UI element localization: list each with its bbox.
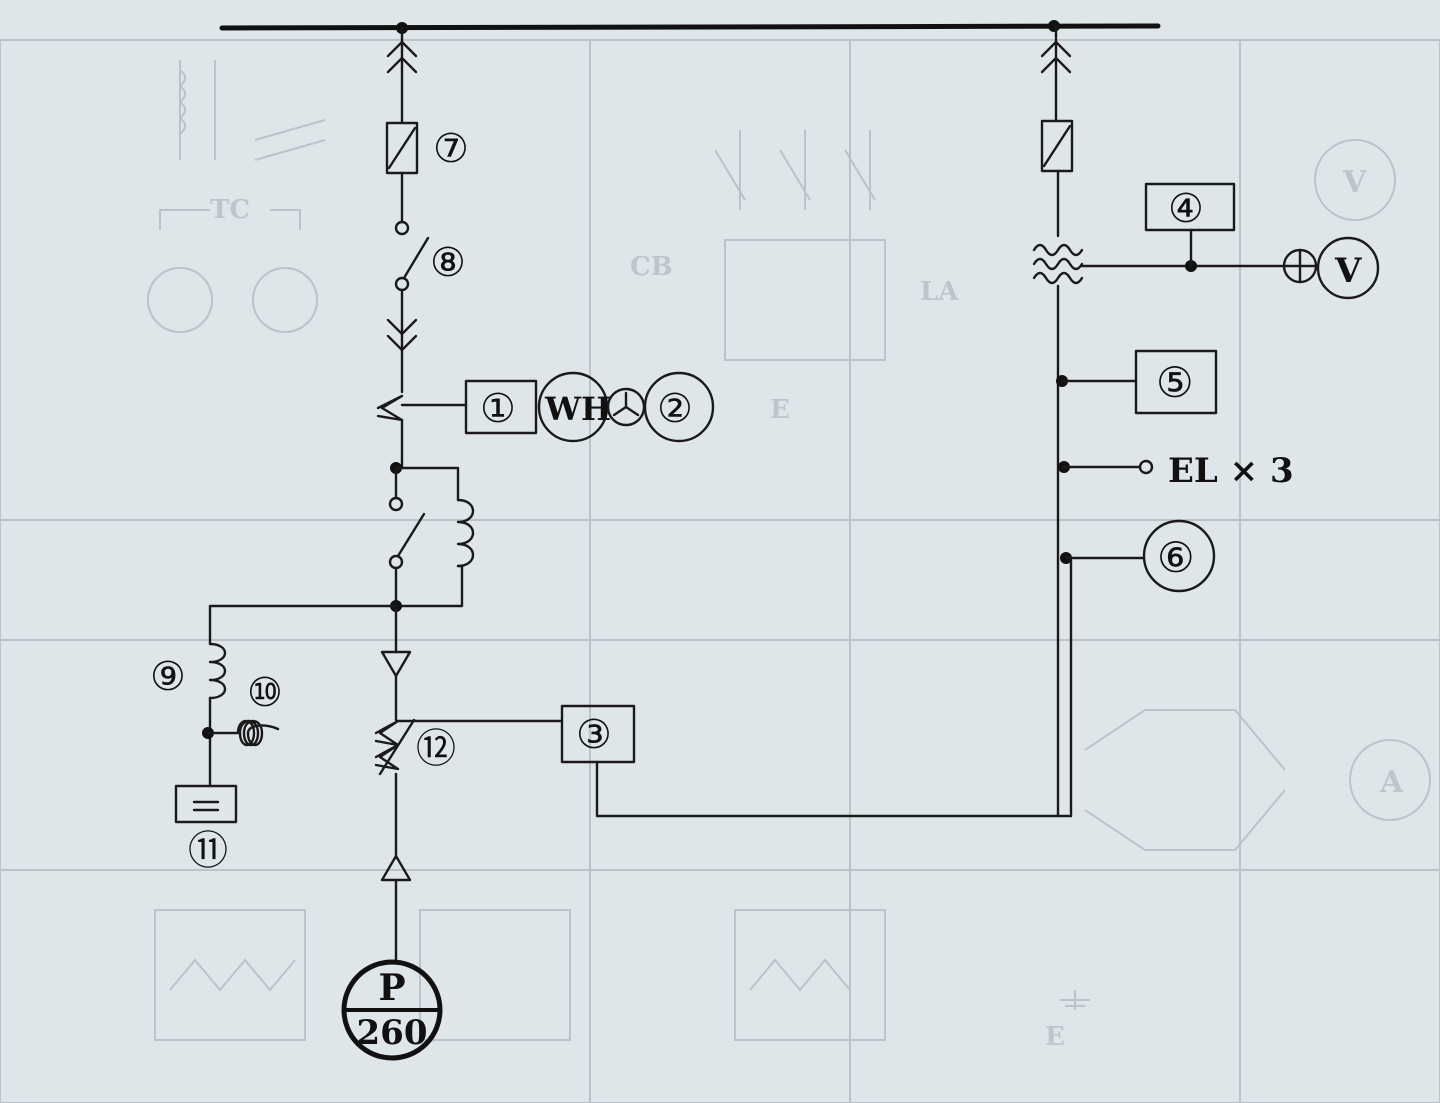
ct-12-icon xyxy=(374,719,400,771)
bypass-switch-blade-icon xyxy=(396,512,426,558)
ghost-la-box xyxy=(724,239,886,361)
ghost-leads xyxy=(159,209,301,230)
ghost-circle-2 xyxy=(252,267,318,333)
transducer-star-icon xyxy=(612,391,640,417)
label-8: ⑧ xyxy=(430,240,466,286)
label-wh: WH xyxy=(544,390,611,428)
label-el: EL × 3 xyxy=(1168,451,1294,491)
up-arrow-icon xyxy=(380,854,412,882)
ghost-coil xyxy=(178,60,216,160)
branch-to-reactor-wire xyxy=(208,604,398,646)
ct-12-slash xyxy=(378,718,416,776)
ghost-text-la: LA xyxy=(920,277,959,307)
ghost-box-1 xyxy=(154,909,306,1041)
bypass-switch-top-contact xyxy=(388,496,404,512)
label-5: ⑤ xyxy=(1156,358,1194,407)
label-voltmeter: V xyxy=(1334,251,1362,291)
left-drawout-plug-bottom-icon xyxy=(386,318,418,352)
ghost-a-circle xyxy=(1349,739,1431,821)
right-drawout-plug-icon xyxy=(1040,40,1072,74)
bypass-switch-bottom-contact xyxy=(388,554,404,570)
label-1: ① xyxy=(480,386,516,432)
vt-tertiary-icon xyxy=(1032,271,1084,285)
switch-8-bottom-contact xyxy=(394,276,410,292)
ghost-text-e1: E xyxy=(770,395,790,425)
switch-8-top-contact xyxy=(394,220,410,236)
ghost-box-2 xyxy=(419,909,571,1041)
ghost-text-v: V xyxy=(1342,165,1367,200)
label-2: ② xyxy=(657,386,693,432)
main-busbar xyxy=(219,23,1161,31)
el-terminal-icon xyxy=(1138,459,1154,475)
ghost-text-cb: CB xyxy=(630,252,673,282)
ct-wh-icon xyxy=(376,394,404,422)
ghost-frame xyxy=(0,39,1440,1103)
box3-to-right-wire xyxy=(595,760,1073,818)
parallel-coil-icon xyxy=(456,498,475,568)
box-4 xyxy=(1144,182,1236,232)
vt-primary-icon xyxy=(1032,243,1084,257)
switch-8-blade-icon xyxy=(402,236,430,280)
left-drawout-plug-top-icon xyxy=(386,40,418,74)
ghost-switches xyxy=(714,130,876,210)
label-p: P xyxy=(378,967,405,1009)
capacitor-11-plates xyxy=(192,800,220,812)
coil-lead-bottom xyxy=(394,564,464,608)
label-12: ⑫ xyxy=(416,726,456,772)
bus-junction-right xyxy=(1048,20,1060,32)
ghost-grid xyxy=(0,40,1440,1103)
label-3: ③ xyxy=(576,712,612,758)
right-fuse-slash xyxy=(1042,124,1072,168)
ghost-circle-1 xyxy=(147,267,213,333)
left-feeder xyxy=(174,26,564,1061)
ghost-box-3 xyxy=(734,909,886,1041)
ghost-ground xyxy=(1060,990,1090,1010)
label-11: ⑪ xyxy=(188,828,228,874)
coil-lead-top xyxy=(394,466,460,502)
box-5 xyxy=(1134,349,1218,415)
ghost-v-circle xyxy=(1314,139,1396,221)
meter-2-icon xyxy=(643,371,715,443)
coil-9-icon xyxy=(208,642,227,700)
meter-6-icon xyxy=(1142,519,1216,593)
label-10: ⑩ xyxy=(247,670,283,716)
label-9: ⑨ xyxy=(150,654,186,700)
ghost-text-a: A xyxy=(1379,765,1404,800)
label-6: ⑥ xyxy=(1157,533,1195,582)
label-4: ④ xyxy=(1168,186,1204,232)
vt-secondary-icon xyxy=(1032,257,1084,271)
label-7: ⑦ xyxy=(433,126,469,172)
down-arrow-icon xyxy=(380,650,412,678)
ghost-text-tc: TC xyxy=(210,195,250,225)
ghost-text-e2: E xyxy=(1045,1022,1065,1052)
ghost-lines xyxy=(254,119,326,161)
right-feeder xyxy=(1032,24,1286,818)
coil-10-icon xyxy=(236,719,280,747)
box-1 xyxy=(464,379,538,435)
ghost-ct-wedge xyxy=(1084,709,1286,851)
ghost-zigzags xyxy=(169,958,851,992)
fuse-7-slash xyxy=(387,126,417,170)
voltmeter-switch-cross xyxy=(1282,248,1318,284)
label-260: 260 xyxy=(357,1013,428,1053)
voltmeter-icon xyxy=(1316,236,1380,300)
capacitor-11-icon xyxy=(174,784,238,824)
background-ghost-drawing: TC CB LA V A E E xyxy=(0,39,1440,1103)
